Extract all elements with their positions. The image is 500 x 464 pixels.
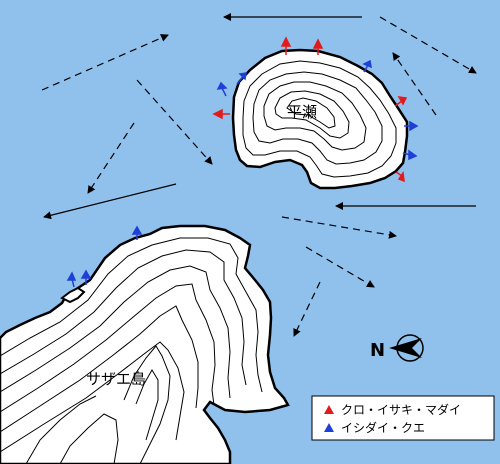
current-arrow-icon xyxy=(392,52,437,116)
hirase-island: 平瀬 xyxy=(231,48,409,190)
current-arrow-icon xyxy=(305,246,375,288)
fishing-spots xyxy=(66,36,419,288)
north-arrow-icon: N xyxy=(370,334,424,362)
sazae-spit xyxy=(60,286,86,304)
fishing-spot-icon-blue xyxy=(66,59,419,288)
current-arrow-icon xyxy=(136,79,213,165)
current-arrow-icon xyxy=(379,16,477,74)
current-arrow-icon xyxy=(43,183,177,220)
legend-item-blue-label: イシダイ・クエ xyxy=(341,420,425,435)
legend-red-triangle-icon xyxy=(324,405,334,414)
legend-box xyxy=(311,395,495,441)
fishing-spot-icon-red xyxy=(212,36,408,183)
current-arrow-icon xyxy=(293,281,321,337)
legend-blue-triangle-icon xyxy=(324,423,334,432)
hirase-label: 平瀬 xyxy=(287,103,317,121)
current-arrows-solid xyxy=(43,13,476,220)
current-arrow-icon xyxy=(87,122,135,194)
hirase-coastline xyxy=(231,48,409,190)
legend-item-red-label: クロ・イサキ・マダイ xyxy=(341,402,461,417)
current-arrows-dashed xyxy=(41,16,477,337)
legend: クロ・イサキ・マダイ イシダイ・クエ xyxy=(311,395,495,441)
compass-label: N xyxy=(370,340,385,361)
sazae-island: サザエ島 xyxy=(0,224,290,464)
current-arrow-icon xyxy=(281,216,397,239)
sazae-label: サザエ島 xyxy=(86,370,146,388)
current-arrow-icon xyxy=(41,34,169,91)
